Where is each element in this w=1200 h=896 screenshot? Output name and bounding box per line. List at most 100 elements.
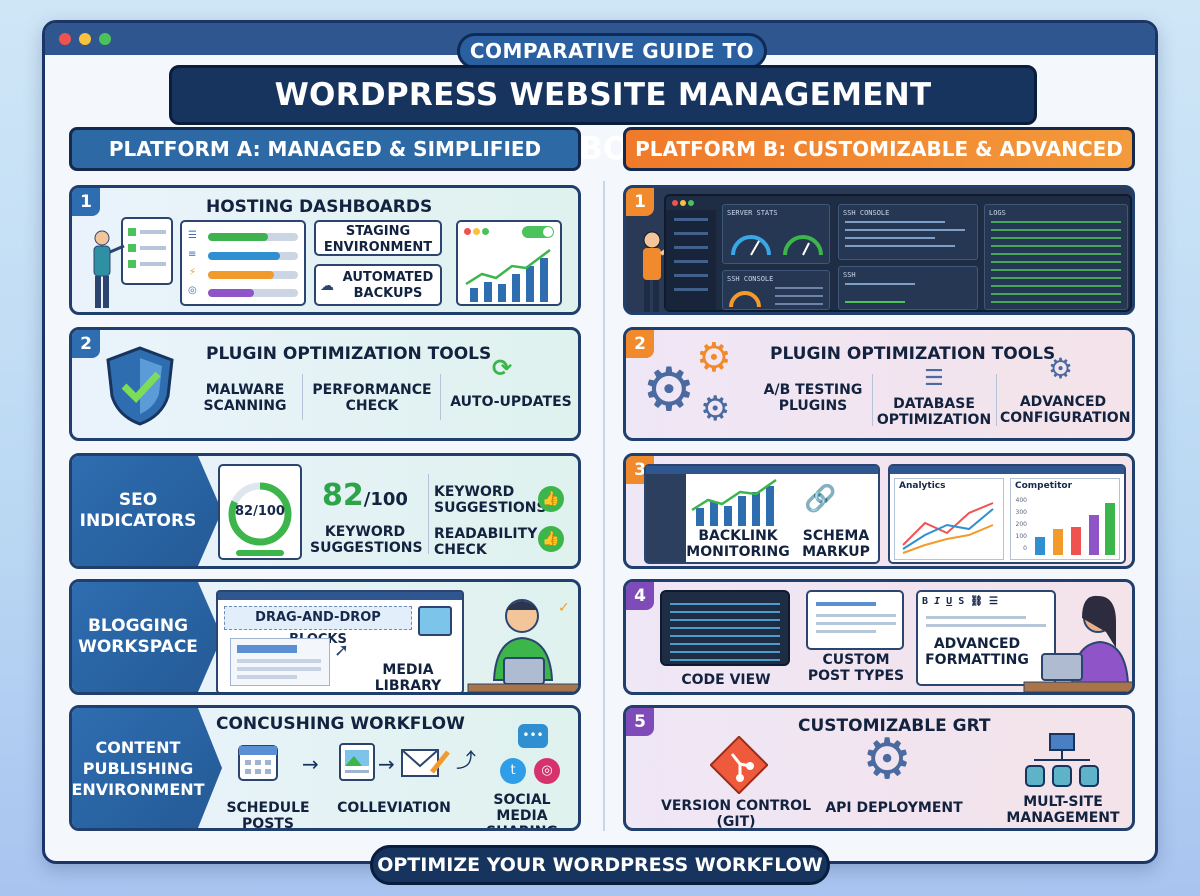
content-publishing-tag: CONTENT PUBLISHING ENVIRONMENT — [72, 708, 222, 828]
custom-post-types-label: CUSTOM POST TYPES — [807, 652, 905, 684]
section-number: 1 — [626, 188, 654, 216]
writer-illustration — [1023, 595, 1132, 692]
gear-icon: ⚙ — [1048, 352, 1074, 385]
backlink-chart-graphic — [691, 478, 777, 526]
colleviation-label: COLLEVIATION — [337, 800, 451, 816]
minimize-window-button[interactable] — [79, 33, 91, 45]
seo-score-value: 82/100 — [322, 478, 408, 513]
lightning-icon: ⚡ — [189, 267, 197, 278]
automated-backups-button[interactable]: ☁ AUTOMATED BACKUPS — [314, 264, 442, 306]
post-types-panel[interactable] — [806, 590, 904, 650]
app-window: COMPARATIVE GUIDE TO WORDPRESS WEBSITE M… — [42, 20, 1158, 864]
toggle-switch[interactable] — [522, 226, 554, 238]
section-number: 2 — [626, 330, 654, 358]
tick-label: 400 — [1015, 497, 1027, 504]
progress-strip — [236, 550, 284, 556]
section-number: 1 — [72, 188, 100, 216]
envelope-icon — [401, 749, 450, 777]
seo-score-number: 82 — [322, 478, 364, 513]
readability-check-label: READABILITY CHECK — [434, 526, 538, 558]
strikethrough-button[interactable]: S — [958, 596, 965, 607]
schedule-posts-label: SCHEDULE POSTS — [226, 800, 310, 831]
content-block[interactable] — [230, 638, 330, 686]
section-number: 5 — [626, 708, 654, 736]
bar-line-graphic — [465, 249, 551, 302]
link-icon[interactable]: ⛓ — [970, 596, 983, 607]
formatting-toolbar[interactable]: B I U S ⛓ ☰ — [922, 596, 998, 607]
list-icon[interactable]: ☰ — [988, 596, 998, 607]
code-lines — [670, 600, 780, 662]
code-view-panel[interactable] — [660, 590, 790, 666]
italic-button[interactable]: I — [934, 596, 941, 607]
schema-markup-label: SCHEMA MARKUP — [802, 528, 870, 560]
traffic-chart-widget — [456, 220, 562, 306]
advanced-editor-card: 4 CODE VIEW CUSTOM POST TYPES B I U S ⛓ … — [623, 579, 1135, 695]
competitor-axis: 400 300 200 100 0 — [1013, 495, 1027, 555]
plugins-title-b: PLUGIN OPTIMIZATION TOOLS — [770, 344, 1056, 364]
bold-button[interactable]: B — [922, 596, 929, 607]
gear-icon: ⚙ — [700, 389, 731, 429]
platform-b-heading: PLATFORM B: CUSTOMIZABLE & ADVANCED — [623, 127, 1135, 171]
instagram-icon[interactable]: ◎ — [534, 758, 560, 784]
log-lines — [991, 221, 1121, 307]
guide-subtitle: COMPARATIVE GUIDE TO — [457, 33, 767, 69]
gauge-icon — [731, 235, 823, 256]
gauge-icon — [729, 291, 761, 308]
resource-usage-panel: ☰ ≡ ⚡ ◎ — [180, 220, 306, 306]
seo-indicators-tag: SEO INDICATORS — [72, 456, 222, 566]
image-icon — [418, 606, 452, 636]
auto-updates-label: AUTO-UPDATES — [450, 394, 572, 410]
blogging-workspace-tag: BLOGGING WORKSPACE — [72, 582, 222, 692]
section-number: 2 — [72, 330, 100, 358]
backlink-monitoring-label: BACKLINK MONITORING — [686, 528, 790, 560]
database-icon: ☰ — [924, 366, 944, 391]
twitter-icon[interactable]: t — [500, 758, 526, 784]
maximize-window-button[interactable] — [99, 33, 111, 45]
gauge-score-label: 82/100 — [235, 504, 285, 519]
ssh-console-panel-a: SSH CONSOLE — [722, 270, 830, 310]
logs-panel: LOGS — [984, 204, 1128, 310]
footer-banner: OPTIMIZE YOUR WORDPRESS WORKFLOW — [370, 845, 830, 885]
backlink-window: 🔗 BACKLINK MONITORING SCHEMA MARKUP — [644, 464, 880, 564]
coin-icon: ◎ — [188, 285, 197, 296]
calendar-icon — [238, 745, 278, 781]
malware-scanning-label: MALWARE SCANNING — [203, 382, 287, 414]
multisite-management-label: MULT-SITE MANAGEMENT — [1006, 794, 1120, 826]
thumbs-up-icon: 👍 — [538, 486, 564, 512]
developer-illustration — [643, 231, 680, 312]
server-stats-label: SERVER STATS — [727, 209, 778, 217]
customizable-grt-card: 5 CUSTOMIZABLE GRT VERSION CONTROL (GIT)… — [623, 705, 1135, 831]
grt-title: CUSTOMIZABLE GRT — [798, 716, 991, 736]
competitor-label: Competitor — [1015, 481, 1073, 491]
competitor-bars-graphic — [1035, 503, 1115, 555]
seo-score-caption: KEYWORD SUGGESTIONS — [310, 524, 423, 556]
console-sidebar[interactable] — [666, 210, 716, 310]
ab-testing-label: A/B TESTING PLUGINS — [763, 382, 863, 414]
version-control-label: VERSION CONTROL (GIT) — [660, 798, 811, 830]
ssh-console-panel-b: SSH CONSOLE — [838, 204, 978, 260]
blogger-illustration: ✓ — [467, 599, 578, 692]
plugins-title-a: PLUGIN OPTIMIZATION TOOLS — [206, 344, 492, 364]
refresh-icon: ⟳ — [492, 354, 513, 382]
arrow-right-icon: → — [302, 752, 319, 776]
tick-label: 300 — [1015, 509, 1027, 516]
hosting-title: HOSTING DASHBOARDS — [206, 197, 433, 217]
multisite-network-icon — [1025, 733, 1099, 787]
underline-button[interactable]: U — [946, 596, 953, 607]
link-chain-icon: 🔗 — [804, 484, 837, 514]
image-post-icon — [339, 743, 375, 781]
drag-drop-blocks-label[interactable]: DRAG-AND-DROP BLOCKS — [224, 606, 412, 647]
plugin-optimization-card-a: 2 PLUGIN OPTIMIZATION TOOLS MALWARE SCAN… — [69, 327, 581, 441]
ssh-console-label-b: SSH CONSOLE — [843, 209, 890, 217]
seo-monitoring-card: 3 🔗 BACKLINK MONITORING SCHEMA MARKUP An… — [623, 453, 1135, 569]
blogging-workspace-card: BLOGGING WORKSPACE DRAG-AND-DROP BLOCKS … — [69, 579, 581, 695]
section-number: 4 — [626, 582, 654, 610]
page-title: WORDPRESS WEBSITE MANAGEMENT DASHBOARDS — [169, 65, 1037, 167]
ssh-panel: SSH — [838, 266, 978, 310]
ssh-label: SSH — [843, 271, 856, 279]
staging-environment-button[interactable]: STAGING ENVIRONMENT — [314, 220, 442, 256]
backups-label: AUTOMATED BACKUPS — [342, 270, 434, 301]
seo-indicators-card: SEO INDICATORS 82/100 82/100 KEYWORD SUG… — [69, 453, 581, 569]
database-icon: ☰ — [188, 230, 197, 241]
close-window-button[interactable] — [59, 33, 71, 45]
